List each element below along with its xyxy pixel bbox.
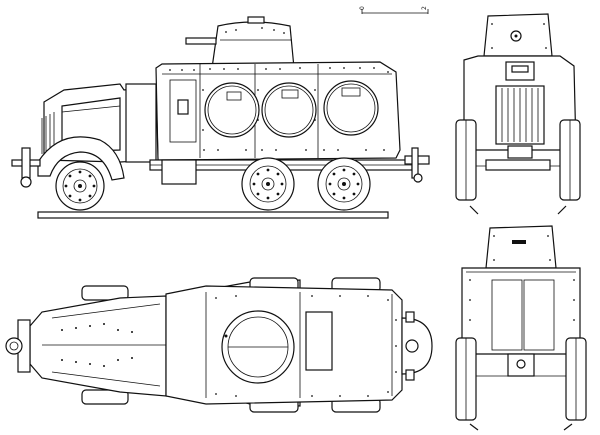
scale-min-label: 0 — [359, 6, 366, 10]
top-front-right-wheel — [81, 389, 129, 405]
rear-view — [455, 225, 587, 431]
scale-bar: 0 2 — [359, 6, 429, 14]
top-front-left-wheel — [81, 285, 129, 301]
side-view-turret — [185, 16, 295, 69]
side-view-hull — [155, 61, 401, 161]
side-front-wheel — [55, 161, 105, 211]
side-mid-wheel — [241, 157, 295, 211]
side-rear-wheel — [317, 157, 371, 211]
front-view — [455, 13, 581, 215]
side-door — [169, 79, 197, 143]
side-hatch-middle — [261, 82, 317, 138]
top-view-hood — [29, 295, 167, 397]
side-view — [11, 16, 430, 219]
scale-max-label: 2 — [421, 6, 428, 10]
top-roof-hatch — [305, 311, 333, 371]
machine-gun-barrel — [185, 37, 217, 45]
side-view-hood — [11, 83, 159, 188]
rear-view-turret — [485, 225, 557, 269]
rear-view-hull — [461, 267, 581, 355]
rear-door-right — [523, 279, 555, 351]
side-view-base — [37, 211, 389, 219]
rear-door-left — [491, 279, 523, 351]
side-hatch-rear — [323, 80, 379, 136]
side-hatch-front — [204, 82, 260, 138]
front-fender — [37, 136, 125, 181]
top-view — [5, 277, 433, 413]
